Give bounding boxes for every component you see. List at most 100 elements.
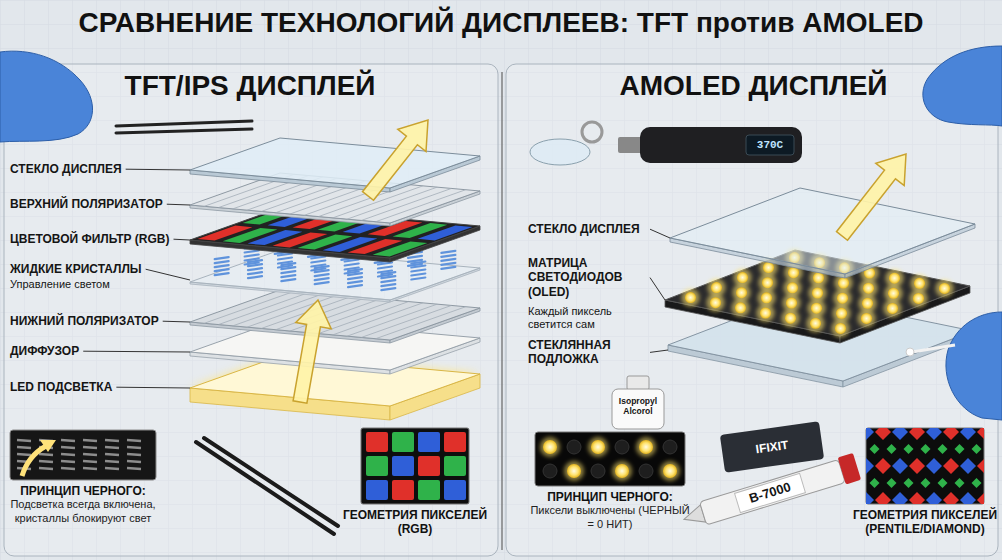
pentile-subpixel	[960, 428, 976, 440]
caption-heading: ПРИНЦИП ЧЕРНОГО:	[8, 484, 158, 498]
tft-stack	[190, 120, 480, 420]
pentile-subpixel	[909, 428, 925, 440]
liquid-crystal	[348, 281, 362, 283]
off-pixel	[543, 464, 557, 478]
tube-sticker	[735, 473, 806, 512]
oled-pixel	[813, 272, 824, 283]
oled-pixel	[735, 302, 746, 313]
pentile-subpixel	[977, 428, 984, 440]
caption-heading: ГЕОМЕТРИЯ ПИКСЕЛЕЙ (RGB)	[340, 508, 490, 537]
leader-line	[163, 321, 190, 323]
rgb-subpixel	[418, 432, 440, 452]
polarizer-stripe	[347, 304, 437, 336]
liquid-crystal	[378, 263, 392, 265]
blocked-crystal	[39, 461, 53, 462]
oled-pixel	[887, 303, 898, 314]
lit-pixel	[663, 464, 677, 478]
rgb-subpixel	[392, 432, 414, 452]
blocked-crystal	[105, 454, 119, 455]
pentile-subpixel	[887, 478, 897, 488]
pentile-subpixel	[943, 458, 959, 474]
liquid-crystal	[215, 273, 229, 275]
glove	[946, 312, 1002, 420]
polarizer-stripe	[376, 307, 466, 339]
oled-pixel	[835, 323, 846, 334]
lit-pixel	[615, 464, 629, 478]
blocked-crystal	[105, 461, 119, 462]
pentile-pattern	[866, 428, 984, 504]
pixel-glow	[910, 289, 928, 307]
pentile-subpixel	[870, 444, 880, 454]
tweezers	[196, 438, 338, 534]
pentile-subpixel	[977, 458, 984, 474]
pentile-subpixel	[892, 458, 908, 474]
liquid-crystal	[281, 279, 295, 281]
liquid-crystal	[348, 273, 362, 275]
liquid-crystal	[315, 274, 329, 276]
liquid-crystal	[215, 257, 229, 259]
layer-note: Каждый пиксель светится сам	[528, 305, 646, 331]
polarizer-stripe	[347, 187, 437, 219]
blocked-crystal	[83, 468, 97, 469]
panel-heading: AMOLED ДИСПЛЕЙ	[505, 70, 1002, 102]
pixel-glow	[832, 319, 850, 337]
pixel-glow	[884, 299, 902, 317]
caption-heading: ГЕОМЕТРИЯ ПИКСЕЛЕЙ (PENTILE/DIAMOND)	[850, 508, 1000, 537]
glove	[923, 46, 1002, 126]
pentile-subpixel	[875, 492, 891, 504]
layer-label: ДИФФУЗОР	[10, 344, 79, 358]
liquid-crystal	[248, 268, 262, 270]
pixel-glow	[732, 299, 750, 317]
leader-line	[174, 239, 191, 241]
liquid-crystal	[315, 278, 329, 280]
layer-label: СТЕКЛО ДИСПЛЕЯ	[10, 162, 122, 176]
oled-pixel	[914, 278, 925, 289]
layer-label: ЦВЕТОВОЙ ФИЛЬТР (RGB)	[10, 232, 170, 246]
liquid-crystal	[281, 263, 295, 265]
oled-pixel	[888, 288, 899, 299]
liquid-crystal	[348, 277, 362, 279]
layer-label: НИЖНИЙ ПОЛЯРИЗАТОР	[10, 314, 159, 328]
glove	[0, 51, 93, 142]
rgb-subpixel	[418, 456, 440, 476]
blocked-crystal	[127, 454, 141, 455]
lit-pixel	[567, 464, 581, 478]
panel-frame	[506, 64, 998, 556]
liquid-crystal	[411, 262, 425, 264]
leader-line	[650, 278, 665, 300]
filter-cell	[373, 241, 428, 256]
pixel-glow	[707, 294, 725, 312]
liquid-crystal	[315, 270, 329, 272]
liquid-crystal	[408, 256, 422, 258]
oled-pixel	[762, 277, 773, 288]
pentile-subpixel	[943, 428, 959, 440]
pixel-glow	[782, 309, 800, 327]
pentile-subpixel	[943, 492, 959, 504]
liquid-crystal	[278, 258, 292, 260]
blocked-crystal	[61, 440, 75, 441]
tweezers	[116, 121, 252, 133]
pentile-subpixel	[955, 478, 965, 488]
rgb-subpixel	[444, 432, 466, 452]
blocked-crystal	[61, 454, 75, 455]
blocked-crystal	[127, 468, 141, 469]
light-arrow	[363, 120, 429, 200]
liquid-crystal	[381, 272, 395, 274]
display-glass	[190, 138, 480, 188]
pentile-subpixel	[909, 492, 925, 504]
liquid-crystal	[248, 272, 262, 274]
oled-pixel	[761, 292, 772, 303]
pentile-subpixel	[938, 444, 948, 454]
oled-pixel	[788, 267, 799, 278]
alcohol-bottle	[612, 389, 664, 429]
pentile-subpixel	[866, 492, 874, 504]
polarizer-stripe	[319, 302, 409, 334]
divider	[501, 72, 502, 550]
blocked-crystal	[127, 447, 141, 448]
oled-pixel	[711, 282, 722, 293]
liquid-crystal	[278, 254, 292, 256]
title: СРАВНЕНИЕ ТЕХНОЛОГИЙ ДИСПЛЕЕВ: TFT проти…	[78, 6, 923, 40]
heat-gun	[640, 127, 802, 163]
liquid-crystal	[245, 255, 259, 257]
pentile-subpixel	[926, 428, 942, 440]
